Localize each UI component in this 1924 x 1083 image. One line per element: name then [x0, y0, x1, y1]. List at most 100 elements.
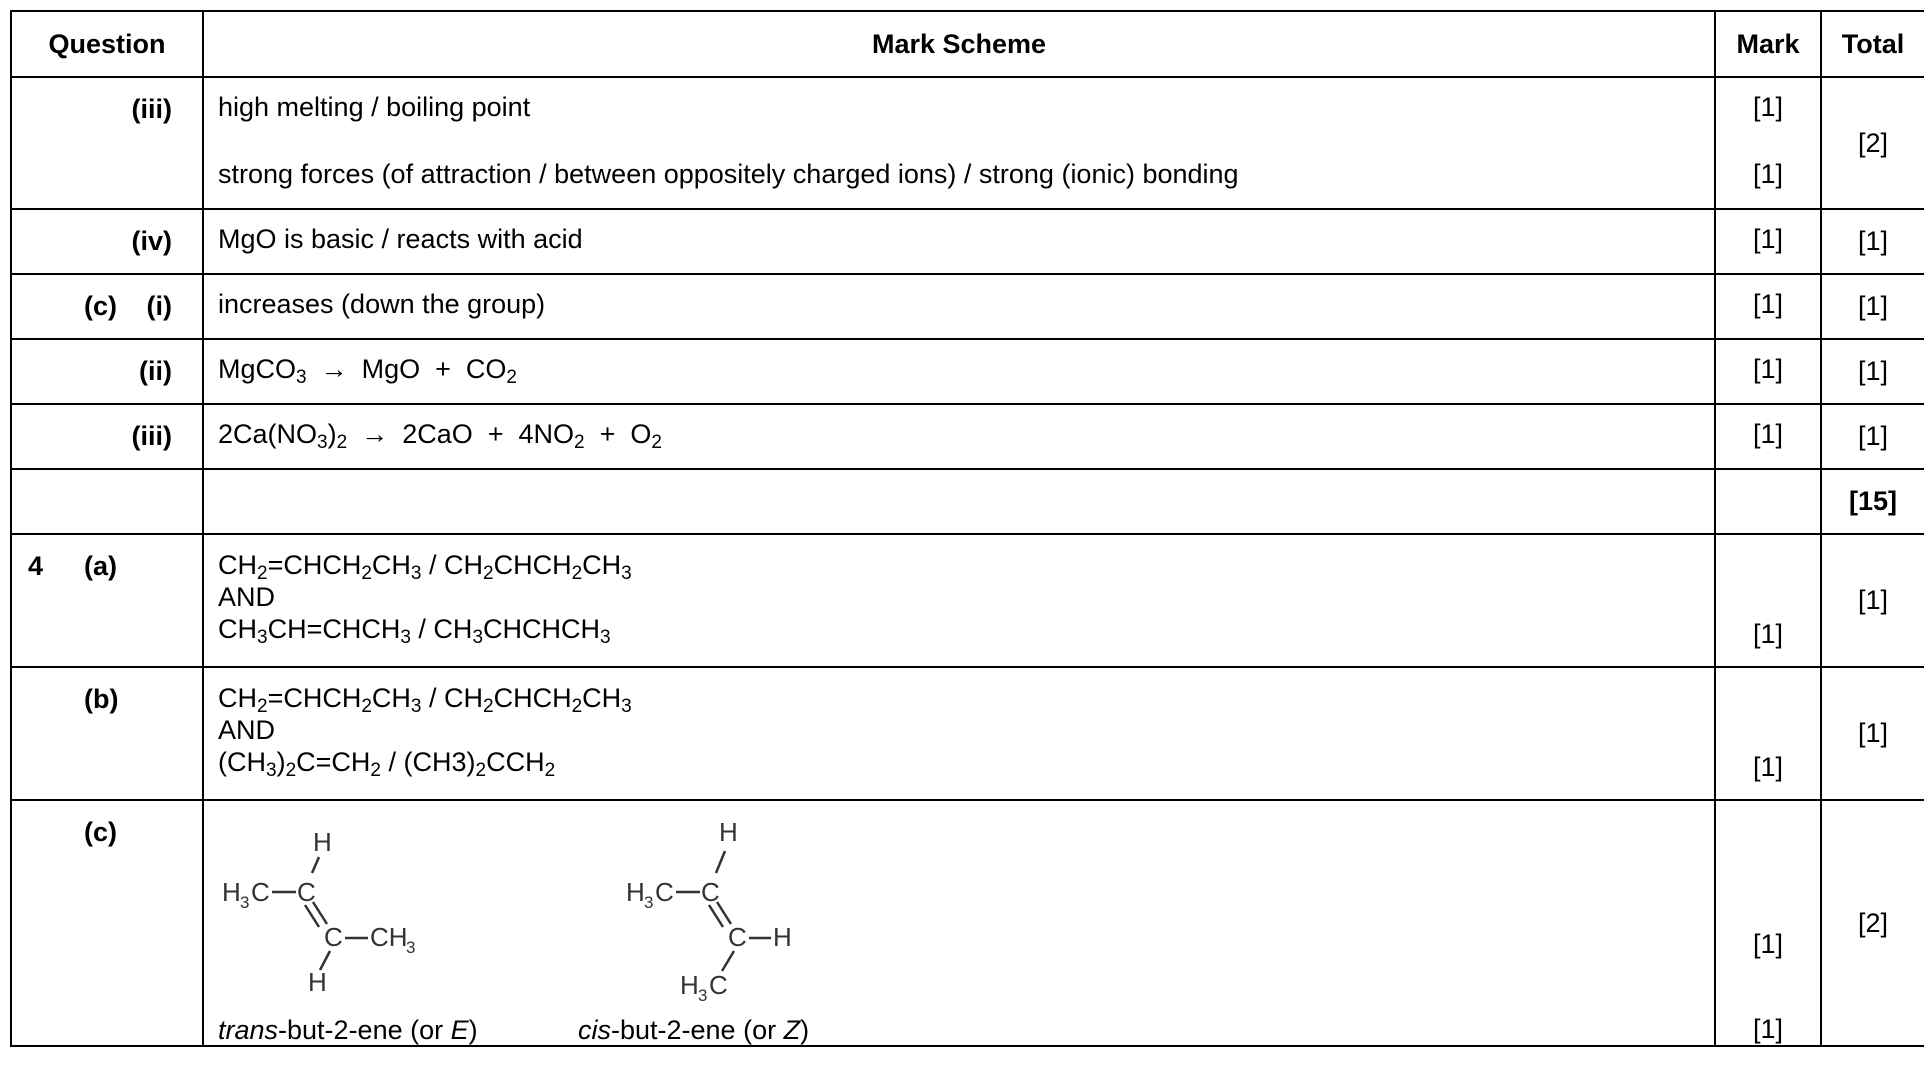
svg-text:C: C — [701, 877, 720, 907]
table-row: (c) H 3 C C H C CH 3 — [10, 799, 1924, 1047]
answer-cell: high melting / boiling point strong forc… — [202, 76, 1716, 210]
answer-cell: MgO is basic / reacts with acid — [202, 208, 1716, 275]
table-row: (iv) MgO is basic / reacts with acid [1]… — [10, 208, 1924, 275]
svg-text:H: H — [626, 877, 645, 907]
question-part: (b) — [84, 684, 119, 714]
answer-cell: H 3 C C H C CH 3 H H — [202, 799, 1716, 1047]
mark-value: [1] — [1752, 619, 1784, 649]
answer-cell: MgCO3→MgO + CO2 — [202, 338, 1716, 405]
formula-line: CH2=CHCH2CH3 / CH2CHCH2CH3 — [218, 683, 632, 717]
question-cell: (c) — [10, 799, 204, 1047]
grand-total-cell: [15] — [1820, 468, 1924, 535]
equation-cano3-decomposition: 2Ca(NO3)2→2CaO + 4NO2 + O2 — [218, 419, 662, 453]
question-number: 4 — [28, 551, 44, 581]
answer-cell: 2Ca(NO3)2→2CaO + 4NO2 + O2 — [202, 403, 1716, 470]
svg-text:3: 3 — [644, 893, 653, 912]
trans-prefix: trans — [218, 1015, 279, 1045]
mark-value: [1] — [1752, 752, 1784, 782]
total-cell: [2] — [1820, 76, 1924, 210]
svg-text:C: C — [709, 970, 728, 1000]
table-row: 4 (a) CH2=CHCH2CH3 / CH2CHCH2CH3 AND CH3… — [10, 533, 1924, 668]
trans-but-2-ene-structure: H 3 C C H C CH 3 H — [222, 827, 415, 997]
table-row: (iii) high melting / boiling point stron… — [10, 76, 1924, 210]
svg-text:C: C — [655, 877, 674, 907]
mark-scheme-table: Question Mark Scheme Mark Total (iii) hi… — [10, 10, 1924, 1047]
mark-cell: [1] — [1714, 273, 1822, 340]
svg-text:C: C — [728, 922, 747, 952]
trans-isomer-label: trans-but-2-ene (or E) — [218, 1015, 478, 1046]
total-cell: [1] — [1820, 403, 1924, 470]
table-row: (c) (i) increases (down the group) [1] [… — [10, 273, 1924, 340]
equation-mgco3-decomposition: MgCO3→MgO + CO2 — [218, 354, 517, 388]
question-part: (a) — [84, 551, 117, 581]
table-row: [15] — [10, 468, 1924, 535]
mark-cell: [1] — [1714, 338, 1822, 405]
mark-value: [1] — [1752, 354, 1784, 384]
mark-cell: [1] — [1714, 403, 1822, 470]
question-label: (iv) — [131, 226, 173, 256]
answer-line: MgO is basic / reacts with acid — [218, 224, 583, 254]
answer-cell: CH2=CHCH2CH3 / CH2CHCH2CH3 AND CH3CH=CHC… — [202, 533, 1716, 668]
mark-cell: [1] [1] — [1714, 76, 1822, 210]
svg-text:H: H — [313, 827, 332, 857]
mark-cell: [1] — [1714, 208, 1822, 275]
svg-text:H: H — [308, 967, 327, 997]
question-label: (ii) — [139, 356, 172, 386]
question-subpart: (i) — [146, 291, 172, 321]
svg-text:CH: CH — [370, 922, 408, 952]
svg-text:C: C — [297, 877, 316, 907]
trans-letter: E — [450, 1015, 469, 1045]
question-cell: (ii) — [10, 338, 204, 405]
cis-isomer-label: cis-but-2-ene (or Z) — [578, 1015, 809, 1046]
total-cell: [1] — [1820, 666, 1924, 801]
header-total: Total — [1820, 10, 1924, 78]
mark-value: [1] — [1752, 224, 1784, 254]
svg-text:C: C — [251, 877, 270, 907]
mark-value: [1] — [1752, 159, 1784, 189]
question-cell: (c) (i) — [10, 273, 204, 340]
header-row: Question Mark Scheme Mark Total — [10, 10, 1924, 78]
svg-text:H: H — [773, 922, 792, 952]
formula-line: CH2=CHCH2CH3 / CH2CHCH2CH3 — [218, 550, 632, 584]
answer-line: increases (down the group) — [218, 289, 546, 319]
question-cell: (b) — [10, 666, 204, 801]
answer-line: strong forces (of attraction / between o… — [218, 159, 1239, 189]
table-row: (ii) MgCO3→MgO + CO2 [1] [1] — [10, 338, 1924, 405]
answer-block: CH2=CHCH2CH3 / CH2CHCH2CH3 AND CH3CH=CHC… — [204, 535, 1714, 648]
mark-value: [1] — [1752, 289, 1784, 319]
mark-value: [1] — [1752, 92, 1784, 122]
but-2-ene-isomer-structures: H 3 C C H C CH 3 H H — [222, 817, 792, 1001]
table-row: (iii) 2Ca(NO3)2→2CaO + 4NO2 + O2 [1] [1] — [10, 403, 1924, 470]
mark-cell: [1] — [1714, 666, 1822, 801]
formula-line: (CH3)2C=CH2 / (CH3)2CCH2 — [218, 747, 556, 781]
question-cell: (iii) — [10, 403, 204, 470]
formula-line: CH3CH=CHCH3 / CH3CHCHCH3 — [218, 614, 611, 648]
total-cell: [1] — [1820, 208, 1924, 275]
svg-text:3: 3 — [406, 938, 415, 957]
total-cell: [1] — [1820, 533, 1924, 668]
svg-text:H: H — [222, 877, 241, 907]
question-cell: (iii) — [10, 76, 204, 210]
mark-value: [1] — [1752, 929, 1784, 959]
cis-letter: Z — [783, 1015, 801, 1045]
cis-close: ) — [800, 1015, 810, 1045]
header-mark-scheme: Mark Scheme — [202, 10, 1716, 78]
cis-but-2-ene-structure: H 3 C C H C H H 3 C — [626, 817, 792, 1001]
answer-cell: increases (down the group) — [202, 273, 1716, 340]
header-question: Question — [10, 10, 204, 78]
trans-name: -but-2-ene (or — [278, 1015, 451, 1045]
total-cell: [1] — [1820, 338, 1924, 405]
trans-close: ) — [468, 1015, 478, 1045]
question-label: (iii) — [131, 94, 173, 124]
mark-cell: [1] [1] — [1714, 799, 1822, 1047]
and-label: AND — [218, 715, 276, 745]
svg-text:H: H — [680, 970, 699, 1000]
svg-text:C: C — [324, 922, 343, 952]
mark-cell — [1714, 468, 1822, 535]
answer-block: CH2=CHCH2CH3 / CH2CHCH2CH3 AND (CH3)2C=C… — [204, 668, 1714, 781]
mark-cell: [1] — [1714, 533, 1822, 668]
header-mark: Mark — [1714, 10, 1822, 78]
question-cell: 4 (a) — [10, 533, 204, 668]
answer-cell: CH2=CHCH2CH3 / CH2CHCH2CH3 AND (CH3)2C=C… — [202, 666, 1716, 801]
mark-value: [1] — [1752, 419, 1784, 449]
